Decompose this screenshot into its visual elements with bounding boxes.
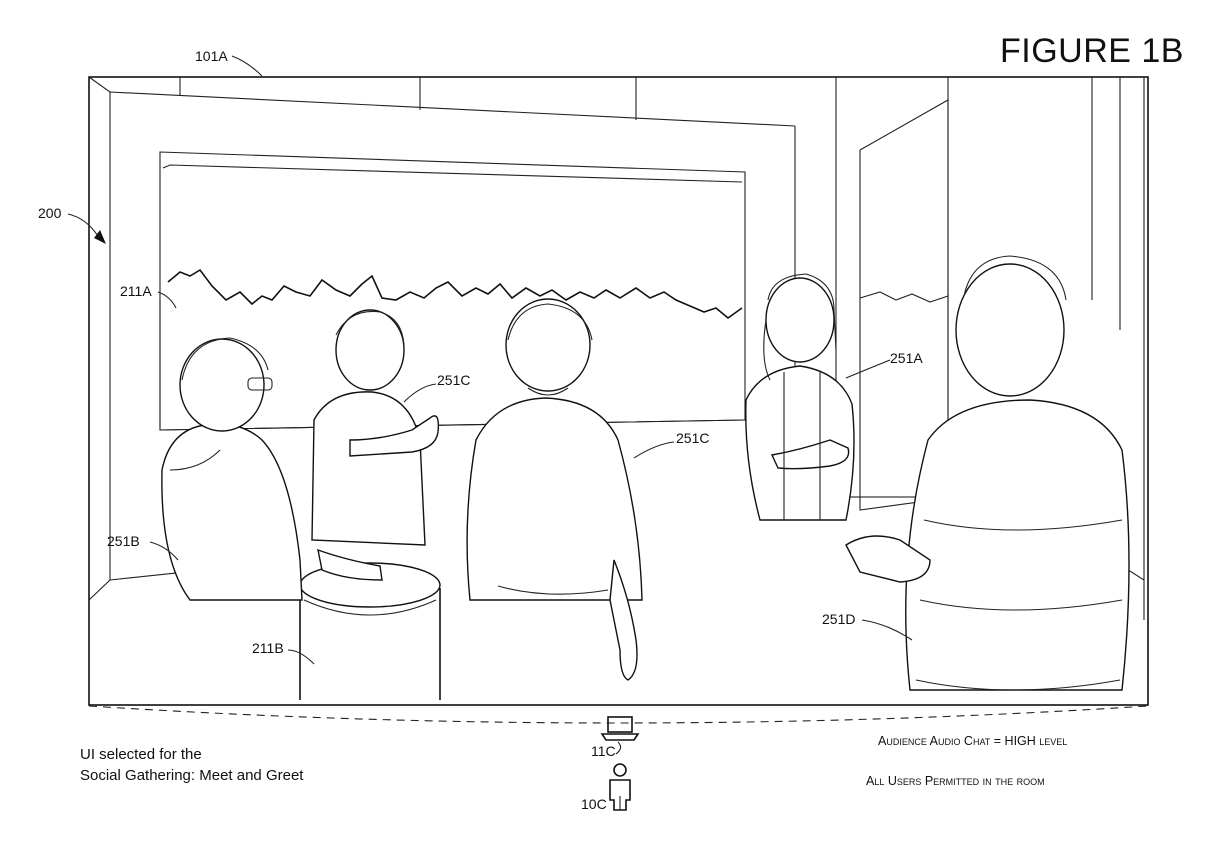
ref-label-user: 10C xyxy=(581,796,607,812)
ref-label-avatar-b: 251B xyxy=(107,533,140,549)
avatar-251d xyxy=(845,255,1130,691)
figure-title: FIGURE 1B xyxy=(1000,32,1184,70)
display-frame xyxy=(88,76,1149,706)
ref-label-table: 211B xyxy=(252,640,284,656)
ref-label-window-scene: 211A xyxy=(120,283,152,299)
ref-label-avatar-c-left: 251C xyxy=(437,372,471,388)
ref-label-device: 11C xyxy=(591,743,616,759)
caption-line-2: Social Gathering: Meet and Greet xyxy=(80,767,304,784)
avatar-251b xyxy=(161,337,303,601)
ref-label-avatar-d: 251D xyxy=(822,611,856,627)
ref-label-avatar-a: 251A xyxy=(890,350,923,366)
connection-arc xyxy=(88,705,1149,724)
leader-lines xyxy=(67,55,913,665)
arrow-head-200 xyxy=(94,230,106,244)
caption-line-1: UI selected for the xyxy=(80,746,202,763)
ref-label-avatar-c-right: 251C xyxy=(676,430,710,446)
laptop-icon xyxy=(600,716,640,755)
setting-permissions: All Users Permitted in the room xyxy=(866,774,1045,788)
avatar-251c-left xyxy=(311,309,440,581)
ref-label-environment: 200 xyxy=(38,205,62,221)
avatar-251a xyxy=(745,273,855,521)
user-figure-icon xyxy=(609,763,631,811)
table-shape xyxy=(299,562,441,700)
ref-label-screen: 101A xyxy=(195,48,228,64)
setting-audio-chat: Audience Audio Chat = HIGH level xyxy=(878,734,1068,748)
avatar-251c-right xyxy=(466,298,643,681)
